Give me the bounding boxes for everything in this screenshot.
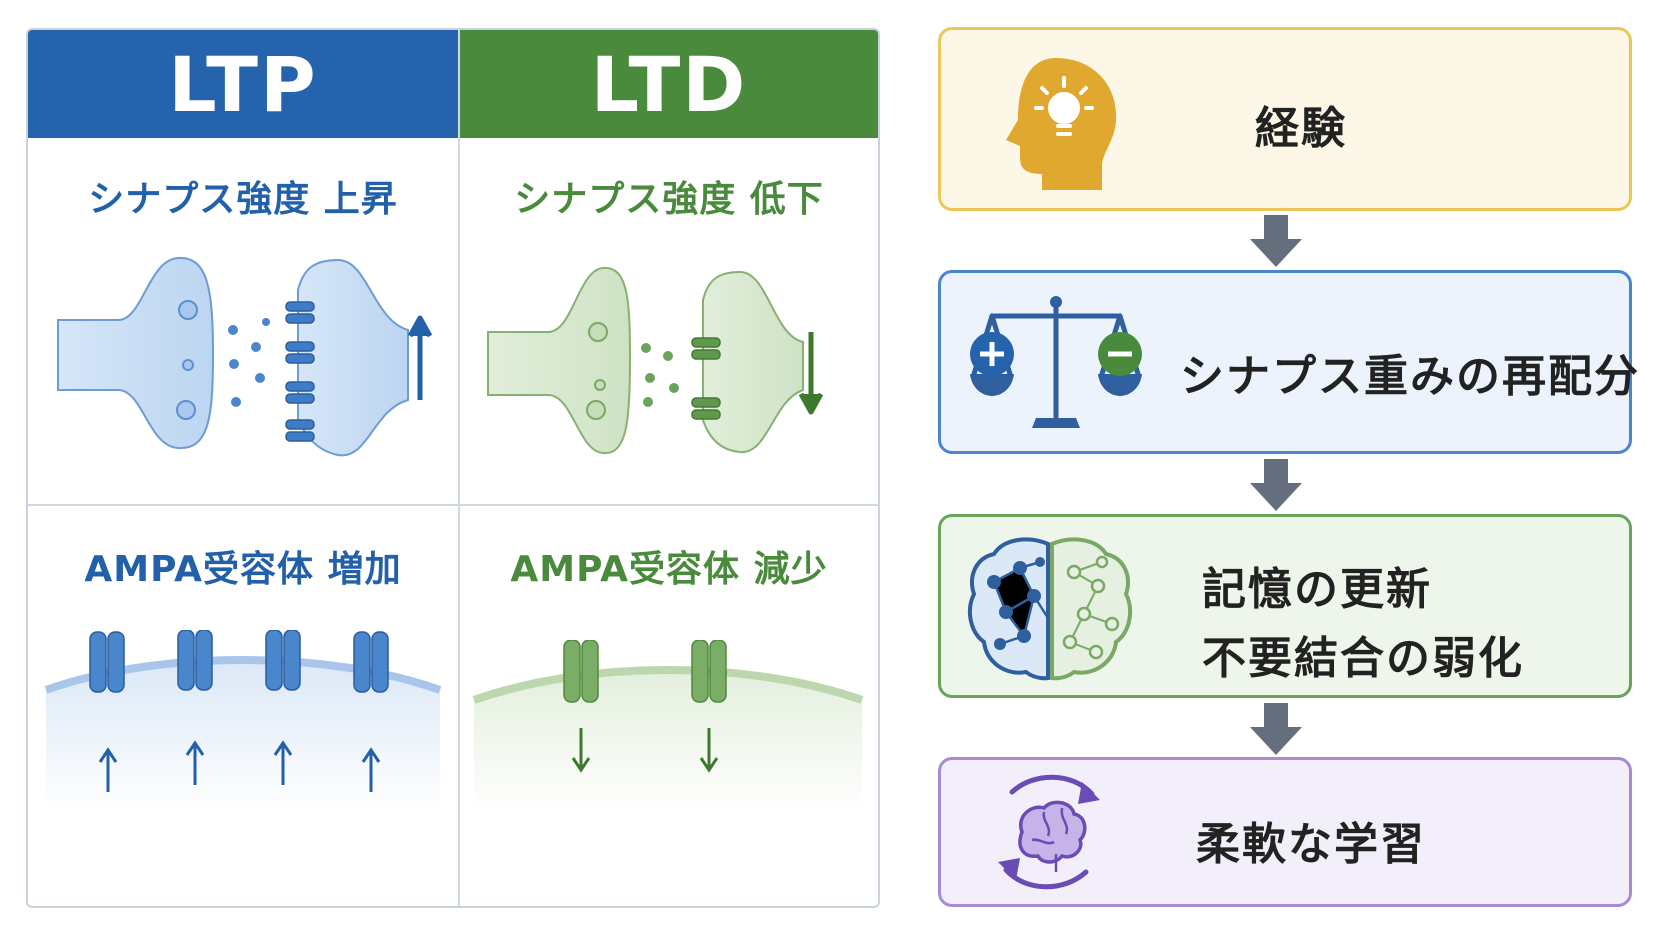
synapse-weight-step-text: シナプス重みの再配分 <box>1180 351 1640 402</box>
memory-update-step-text-line1: 記憶の更新 <box>1202 564 1432 615</box>
experience-step-text: 経験 <box>1255 103 1347 154</box>
flow-arrow-1 <box>1250 215 1302 267</box>
ltd-header: LTD <box>460 30 878 138</box>
memory-update-step-text-line2: 不要結合の弱化 <box>1202 633 1524 684</box>
ltp-synapse-illustration <box>57 256 433 457</box>
ltp-ampa-membrane-illustration <box>44 630 442 810</box>
flow-arrow-3 <box>1250 703 1302 755</box>
ltd-synapse-illustration <box>487 266 824 455</box>
row-divider <box>28 504 878 506</box>
column-divider <box>458 30 460 906</box>
ltp-synapse-label: シナプス強度 上昇 <box>88 179 398 220</box>
ltp-ampa-label: AMPA受容体 増加 <box>84 549 402 590</box>
balance-scale-icon <box>970 296 1142 428</box>
flow-arrow-2 <box>1250 459 1302 511</box>
ltp-header: LTP <box>28 30 458 138</box>
brain-network-icon <box>967 537 1133 681</box>
ltd-synapse-label: シナプス強度 低下 <box>514 179 824 220</box>
flexible-learning-step-text: 柔軟な学習 <box>1196 819 1426 870</box>
brain-cycle-icon <box>998 774 1100 890</box>
head-lightbulb-icon <box>1006 58 1117 190</box>
ltd-ampa-label: AMPA受容体 減少 <box>510 549 828 590</box>
ltd-ampa-membrane-illustration <box>472 640 864 810</box>
ltp-ltd-comparison-panel: LTP LTD シナプス強度 上昇 シナプス強度 低下 <box>26 28 880 908</box>
